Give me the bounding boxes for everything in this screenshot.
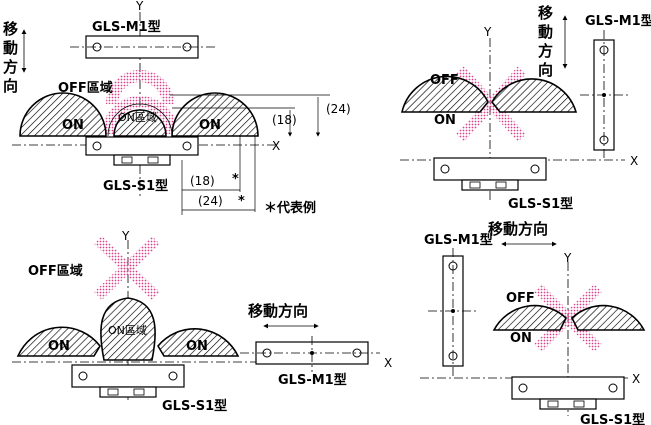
svg-text:OFF區域: OFF區域 bbox=[28, 263, 83, 279]
move-direction-vertical-2: 移 動 方 向 bbox=[538, 4, 568, 79]
svg-text:ON: ON bbox=[48, 339, 70, 354]
svg-text:ON: ON bbox=[434, 113, 456, 128]
on-arc-right bbox=[171, 92, 259, 137]
svg-text:向: 向 bbox=[538, 61, 553, 79]
svg-text:OFF: OFF bbox=[506, 291, 535, 306]
svg-text:OFF: OFF bbox=[430, 73, 459, 88]
svg-text:ON: ON bbox=[62, 118, 84, 133]
svg-text:*: * bbox=[232, 172, 239, 187]
svg-text:GLS-M1型: GLS-M1型 bbox=[585, 13, 651, 29]
svg-text:GLS-M1型: GLS-M1型 bbox=[278, 372, 347, 388]
svg-text:方: 方 bbox=[538, 42, 553, 60]
svg-text:ON區域: ON區域 bbox=[118, 111, 157, 124]
svg-text:*: * bbox=[238, 194, 245, 209]
svg-text:ON: ON bbox=[199, 118, 221, 133]
svg-text:X: X bbox=[272, 139, 280, 153]
on-arc-left bbox=[19, 92, 107, 137]
svg-text:動: 動 bbox=[538, 23, 553, 41]
m1-label: GLS-M1型 bbox=[92, 19, 161, 35]
on-arc-left bbox=[400, 75, 489, 113]
svg-text:X: X bbox=[632, 372, 640, 386]
svg-text:(24): (24) bbox=[198, 194, 223, 208]
svg-text:ON: ON bbox=[510, 331, 532, 346]
representative-note: ＊代表例 bbox=[264, 200, 316, 216]
svg-text:X: X bbox=[630, 154, 638, 168]
off-zone-label: OFF區域 bbox=[58, 80, 113, 96]
svg-text:ON區域: ON區域 bbox=[108, 324, 147, 337]
move-direction-label: 移動方向 bbox=[248, 302, 308, 320]
svg-text:移: 移 bbox=[3, 20, 18, 38]
svg-text:ON: ON bbox=[186, 339, 208, 354]
svg-text:向: 向 bbox=[3, 77, 18, 95]
svg-text:GLS-M1型: GLS-M1型 bbox=[424, 232, 493, 248]
panel-top-left: 移 動 方 向 Y GLS-M1型 ON ON區域 ON OFF區域 X bbox=[3, 0, 351, 216]
s1-sensor bbox=[511, 376, 625, 400]
on-arc-right bbox=[491, 78, 578, 113]
move-direction-label: 移動方向 bbox=[488, 220, 548, 238]
y-axis-label: Y bbox=[135, 0, 144, 13]
panel-bottom-left: Y OFF區域 ON區域 ON ON GLS-S1型 移動方向 X GLS-M1… bbox=[12, 229, 392, 414]
panel-top-right: 移 動 方 向 GLS-M1型 Y OFF ON X bbox=[400, 4, 651, 212]
s1-sensor bbox=[85, 136, 199, 156]
on-arc-center bbox=[113, 109, 167, 137]
s1-label: GLS-S1型 bbox=[103, 178, 168, 194]
svg-text:(24): (24) bbox=[326, 102, 351, 116]
svg-text:X: X bbox=[384, 356, 392, 370]
svg-text:移: 移 bbox=[538, 4, 553, 22]
move-direction-vertical-1: 移 動 方 向 bbox=[3, 20, 27, 95]
on-zone-region bbox=[100, 297, 156, 361]
svg-text:方: 方 bbox=[3, 58, 18, 76]
svg-text:(18): (18) bbox=[272, 113, 297, 127]
s1-sensor bbox=[71, 364, 185, 388]
svg-text:GLS-S1型: GLS-S1型 bbox=[580, 412, 645, 425]
svg-text:Y: Y bbox=[483, 25, 492, 39]
panel-bottom-right: 移動方向 GLS-M1型 Y OFF ON X GLS-S1型 bbox=[420, 220, 646, 425]
svg-text:GLS-S1型: GLS-S1型 bbox=[162, 398, 227, 414]
svg-text:(18): (18) bbox=[190, 174, 215, 188]
s1-sensor bbox=[433, 157, 547, 181]
svg-text:GLS-S1型: GLS-S1型 bbox=[508, 196, 573, 212]
svg-text:Y: Y bbox=[563, 251, 572, 265]
off-zone-band bbox=[106, 70, 174, 105]
svg-text:Y: Y bbox=[121, 229, 130, 243]
svg-text:動: 動 bbox=[3, 39, 18, 57]
